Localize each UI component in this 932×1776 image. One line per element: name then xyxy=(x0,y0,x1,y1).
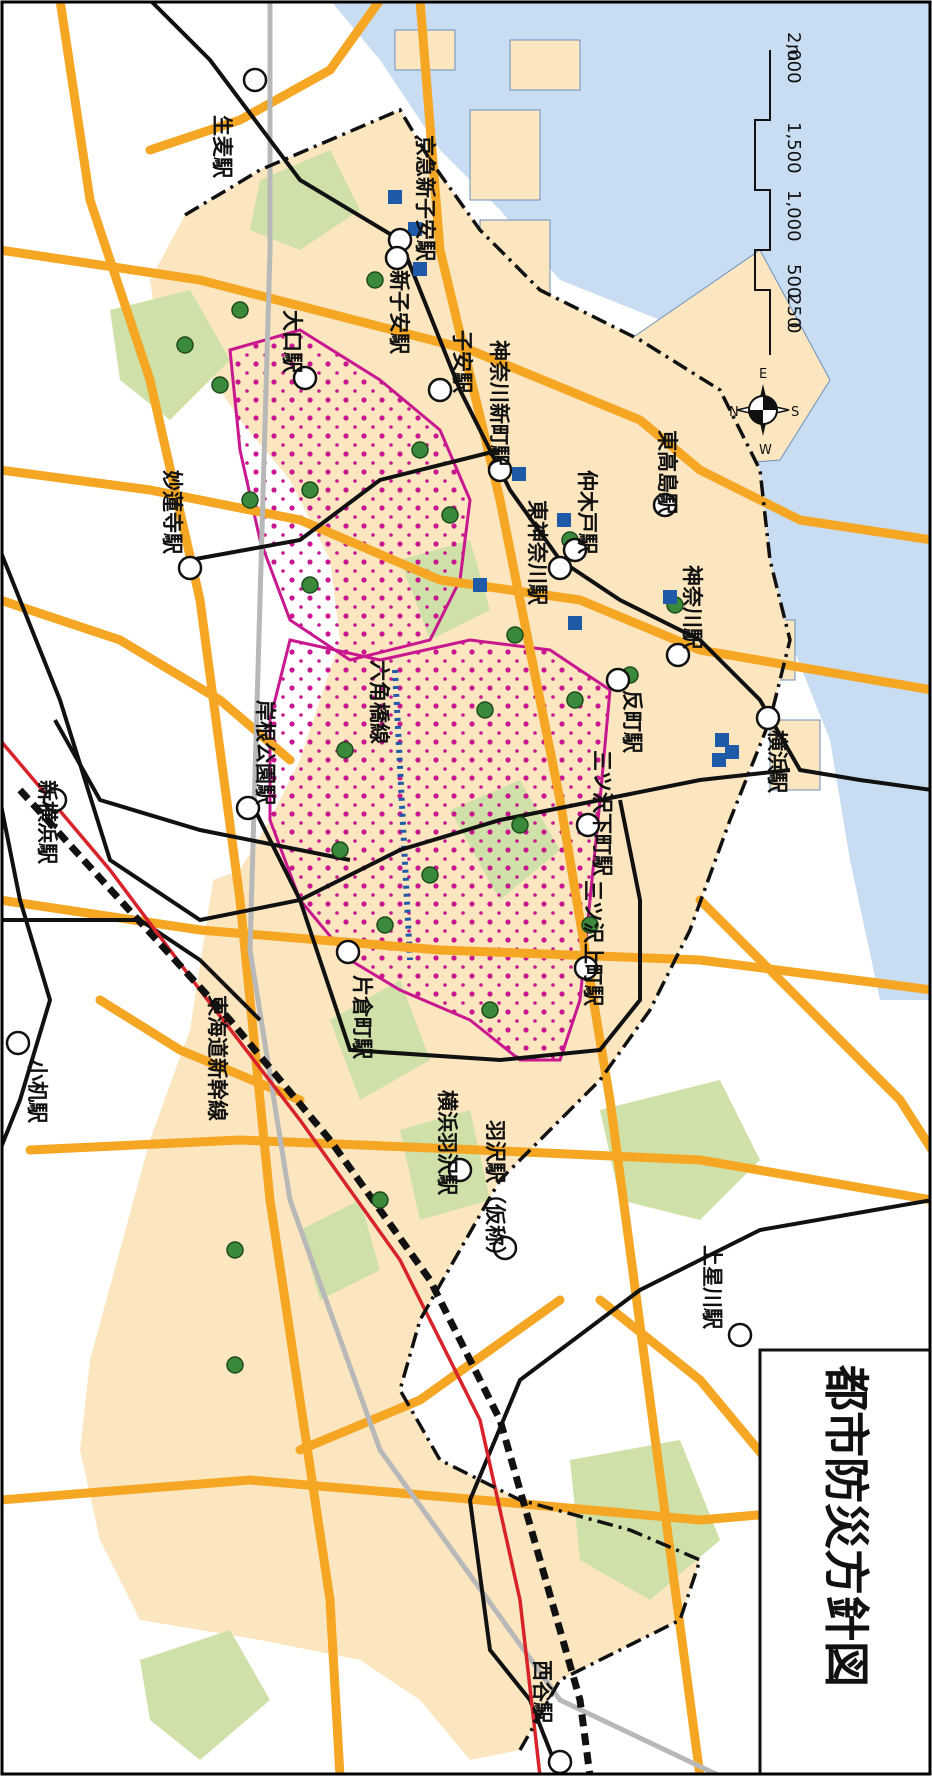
scale-tick-label: 250 xyxy=(783,294,804,328)
station-marker xyxy=(492,1235,518,1261)
station-marker xyxy=(242,67,268,93)
shinkansen-line xyxy=(2,739,542,1774)
evacuation-sites xyxy=(176,271,684,1374)
station-label: 横浜駅 xyxy=(765,730,789,794)
station-marker xyxy=(384,245,410,271)
station-label: 東高島駅 xyxy=(655,430,679,515)
station-marker xyxy=(427,377,453,403)
label-rokkakubashi: 六角橋線 xyxy=(367,660,391,744)
station-marker xyxy=(575,812,601,838)
station-marker xyxy=(573,955,599,981)
station-label: 羽沢駅（仮称） xyxy=(483,1120,507,1267)
station-label: 新横浜駅 xyxy=(35,780,59,865)
disaster-facilities xyxy=(388,190,739,767)
station-label: 大口駅 xyxy=(280,310,304,374)
jr-line xyxy=(247,2,722,1774)
ward-boundary xyxy=(184,107,792,1751)
station-marker xyxy=(177,555,203,581)
scale-tick-label: 1,500 xyxy=(783,122,804,174)
compass-n: N xyxy=(729,405,739,420)
scale-tick-label: 500 xyxy=(783,264,804,298)
station-label: 小机駅 xyxy=(25,1060,49,1124)
north-arrow: N S E W xyxy=(729,367,799,458)
station-label: 片倉町駅 xyxy=(350,975,374,1060)
station-label: 三ツ沢下町駅 xyxy=(590,750,614,877)
rokkakubashi-line xyxy=(392,669,413,961)
station-marker xyxy=(547,1749,573,1774)
station-label: 西谷駅 xyxy=(530,1660,554,1724)
station-label: 京急新子安駅 xyxy=(413,135,437,262)
station-marker xyxy=(335,939,361,965)
station-marker xyxy=(727,1322,753,1348)
station-label: 反町駅 xyxy=(620,690,644,754)
station-label: 仲木戸駅 xyxy=(575,470,599,555)
station-marker xyxy=(562,537,588,563)
station-label: 横浜羽沢駅 xyxy=(435,1090,459,1196)
station-label: 子安駅 xyxy=(450,330,474,394)
compass-w: W xyxy=(759,443,772,458)
station-marker xyxy=(665,642,691,668)
scale-tick-label: 1,000 xyxy=(783,190,804,242)
station-marker xyxy=(5,1030,31,1056)
station-marker xyxy=(487,457,513,483)
map-title-box: 都市防災方針図 xyxy=(758,1348,930,1774)
station-marker xyxy=(605,667,631,693)
compass-e: E xyxy=(759,367,767,382)
station-markers xyxy=(5,67,781,1774)
station-marker xyxy=(447,1157,473,1183)
station-marker xyxy=(292,365,318,391)
sea-area xyxy=(331,2,930,1000)
station-label: 三ツ沢上町駅 xyxy=(581,880,605,1007)
station-marker xyxy=(652,492,678,518)
parks xyxy=(110,150,760,1760)
compass-s: S xyxy=(791,405,799,420)
station-label: 新子安駅 xyxy=(387,270,411,355)
station-label: 上星川駅 xyxy=(700,1245,724,1330)
station-label: 神奈川新町駅 xyxy=(487,340,511,467)
scale-tick-label: 2,000 xyxy=(783,32,804,84)
label-tokaido-shinkansen: 東海道新幹線 xyxy=(205,995,229,1121)
station-label: 東神奈川駅 xyxy=(525,500,549,606)
station-label: 岸根公園駅 xyxy=(253,700,277,806)
dense-zone-east xyxy=(228,328,472,662)
station-marker xyxy=(547,555,573,581)
station-marker xyxy=(755,705,781,731)
map-title: 都市防災方針図 xyxy=(819,1364,873,1687)
station-label: 妙蓮寺駅 xyxy=(160,470,184,555)
station-label: 生麦駅 xyxy=(210,115,234,179)
station-marker xyxy=(42,787,68,813)
station-marker xyxy=(235,795,261,821)
scale-tick-label: 0 xyxy=(783,322,804,333)
scale-unit: m xyxy=(783,44,804,62)
station-label: 神奈川駅 xyxy=(680,565,704,650)
